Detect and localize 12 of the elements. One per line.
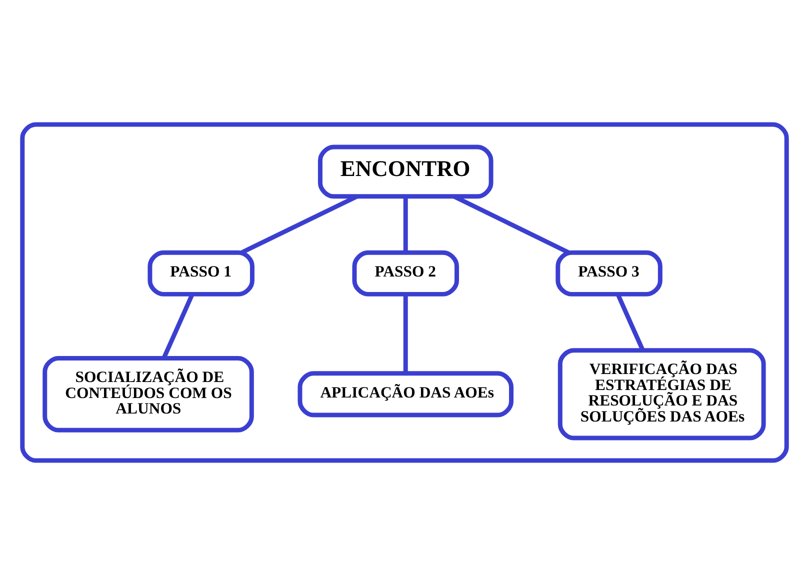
node-box: SOCIALIZAÇÃO DE CONTEÚDOS COM OS ALUNOS	[42, 356, 254, 432]
node-box: APLICAÇÃO DAS AOEs	[298, 371, 514, 418]
connector	[403, 294, 408, 374]
node-box: VERIFICAÇÃO DAS ESTRATÉGIAS DE RESOLUÇÃO E DAS SOLUÇÕES DAS AOEs	[558, 348, 766, 440]
connector	[162, 294, 194, 359]
node-box: ENCONTRO	[318, 144, 494, 199]
connector	[403, 196, 408, 252]
connector	[616, 294, 645, 352]
node-box: PASSO 1	[148, 250, 254, 296]
node-box: PASSO 3	[556, 250, 662, 296]
cluster	[20, 122, 789, 463]
node-box: PASSO 2	[352, 250, 459, 296]
